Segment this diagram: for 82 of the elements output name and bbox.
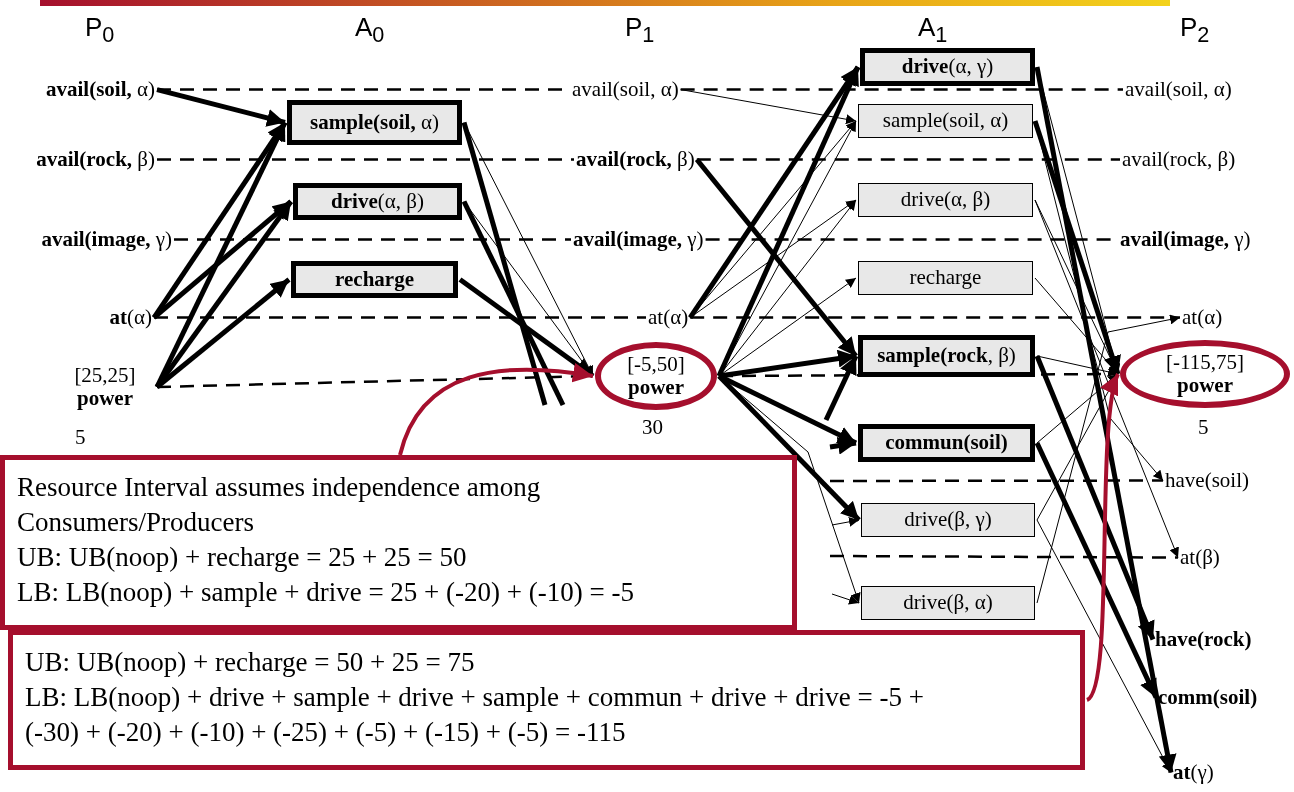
level-heading: P$_{2}$ [1180,12,1210,49]
highlight-ellipse [1120,340,1290,408]
proposition-label: avail(rock, β) [36,148,155,172]
arrow [831,516,860,527]
action-box: recharge [291,261,458,298]
action-box: drive(β, α) [861,586,1035,620]
arrow [717,374,861,522]
proposition-label: avail(image, γ) [1120,228,1251,252]
proposition-label: at(β) [1180,546,1220,570]
arrow [1036,519,1172,774]
callout-arrow [1085,373,1122,702]
action-box: sample(rock, β) [858,335,1035,377]
callout-arrow [398,363,594,456]
level-value: 5 [1198,415,1209,440]
proposition-label: have(soil) [1165,469,1249,493]
callout-box [8,630,1085,770]
action-box: recharge [858,261,1033,295]
resource-label: power [77,387,133,411]
proposition-label: avail(rock, β) [576,148,695,172]
arrow [1034,355,1156,641]
note-text: UB: UB(noop) + recharge = 50 + 25 = 75 [25,646,476,679]
arrow [156,87,286,127]
note-text: LB: LB(noop) + drive + sample + drive + sample + commun + drive + drive = -5 + (-30) + (-20) + (-10) + (-25) + (-5) + (-15) + (-5) = -115 [25,681,925,750]
dashed-line [174,238,571,241]
interval-text: [25,25] [74,363,136,387]
dashed-line [157,158,574,161]
arrow [823,354,859,422]
action-box: commun(soil) [858,424,1035,462]
proposition-label: at(α) [1182,306,1223,330]
arrow [694,157,858,358]
arrow [717,373,858,446]
arrow [1034,441,1159,699]
connector-line [461,121,548,406]
action-box: drive(α, β) [293,183,462,220]
dashed-line [690,316,1180,319]
proposition-label: at(γ) [1173,761,1214,785]
resource-label: power [1177,374,1233,398]
proposition-label: avail(soil, α) [46,78,155,102]
dashed-line [154,316,646,319]
level-heading: A$_{1}$ [918,12,948,49]
callout-box [0,455,797,630]
note-text: LB: LB(noop) + sample + drive = 25 + (-20) + (-10) = -5 [17,576,635,610]
dashed-line [680,88,1123,91]
level-heading: P$_{0}$ [85,12,115,49]
proposition-label: avail(rock, β) [1122,148,1236,172]
proposition-label: avail(image, γ) [41,228,172,252]
proposition-label: avail(soil, α) [572,78,679,102]
interval-text: [-5,50] [627,352,685,376]
arrow [1032,120,1121,375]
action-box: drive(α, γ) [860,48,1035,86]
note-text: Resource Interval assumes independence among Consumers/Producers [17,471,542,540]
level-heading: P$_{1}$ [625,12,655,49]
arrow [155,277,291,389]
connector-line [461,200,566,407]
arrow [1034,66,1177,773]
level-value: 5 [75,425,86,450]
action-box: sample(soil, α) [858,104,1033,138]
proposition-label: comm(soil) [1158,686,1258,710]
note-text: UB: UB(noop) + recharge = 25 + 25 = 50 [17,541,468,575]
arrow [1034,199,1179,559]
arrow [1034,120,1164,482]
arrow [831,593,860,605]
dashed-line [830,479,1163,483]
interval-text: [-115,75] [1166,350,1244,374]
proposition-label: avail(soil, α) [1125,78,1232,102]
arrow [689,120,857,319]
action-box: drive(α, β) [858,183,1033,217]
proposition-label: at(α) [109,306,152,330]
dashed-line [696,158,1120,161]
resource-label: power [628,376,684,400]
arrow [716,65,861,378]
dashed-line [830,554,1178,559]
highlight-ellipse [595,342,717,410]
action-box: drive(β, γ) [861,503,1035,537]
proposition-label: at(α) [648,306,689,330]
proposition-label: avail(image, γ) [573,228,704,252]
arrow [154,200,294,389]
arrow [829,436,857,455]
action-box: sample(soil, α) [287,100,462,145]
proposition-label: have(rock) [1155,628,1252,652]
level-value: 30 [642,415,663,440]
level-heading: A$_{0}$ [355,12,385,49]
